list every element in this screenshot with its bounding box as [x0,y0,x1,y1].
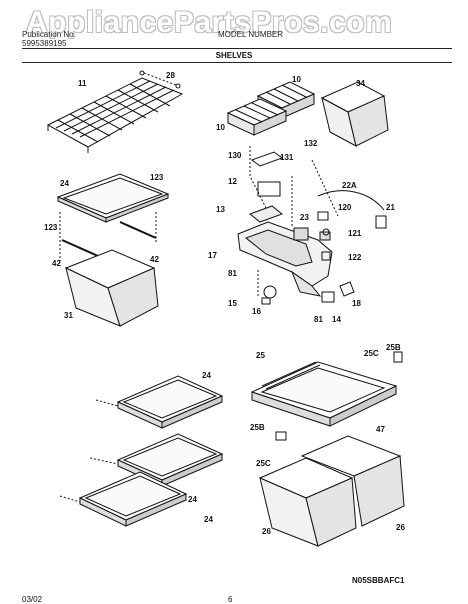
part-callout-label: 123 [150,173,164,182]
part-callout-label: 28 [166,71,175,80]
icemaker-shutoff [248,205,284,223]
ice-bin [320,81,389,147]
mounting-clip [317,211,329,221]
part-callout-label: 130 [228,151,242,160]
part-callout-label: 25 [256,351,265,360]
cover-support-left [275,431,287,441]
part-callout-label: 81 [228,269,237,278]
crisper-drawer-right [300,435,405,527]
crisper-drawer-left [258,457,357,547]
part-callout-label: 23 [300,213,309,222]
part-callout-label: 22A [342,181,357,190]
screw [322,228,330,236]
part-callout-label: 132 [304,139,318,148]
part-callout-label: 47 [376,425,385,434]
icemaker-cover [257,181,281,197]
glass-shelf-left-1 [116,375,224,429]
shelf-stud [175,83,181,89]
switch [321,251,331,261]
part-callout-label: 122 [348,253,362,262]
part-callout-label: 34 [356,79,365,88]
part-callout-label: 17 [208,251,217,260]
water-valve [375,215,387,229]
part-callout-label: 123 [44,223,58,232]
part-callout-label: 21 [386,203,395,212]
part-callout-label: 12 [228,177,237,186]
part-callout-label: 26 [262,527,271,536]
part-callout-label: 120 [338,203,352,212]
part-callout-label: 15 [228,299,237,308]
clip [261,297,271,305]
part-callout-label: 13 [216,205,225,214]
part-callout-label: 42 [150,255,159,264]
part-callout-label: 24 [60,179,69,188]
publication-code: 5995389195 [22,39,67,48]
glass-shelf-left-3 [78,471,188,527]
wire-harness [317,190,385,211]
knob [263,285,277,299]
part-callout-label: 121 [348,229,362,238]
part-callout-label: 25C [256,459,271,468]
icemaker-bracket [250,151,284,167]
part-callout-label: 18 [352,299,361,308]
cover-support-right [393,351,403,363]
watermark-logo: AppliancePartsPros.com [26,6,393,39]
shelf-stud [139,70,145,76]
section-title: SHELVES [215,51,253,60]
glass-shelf-upper [56,173,170,223]
diagram-code: N05SBBAFC1 [352,576,405,585]
part-callout-label: 16 [252,307,261,316]
ice-tray-lower [226,98,288,136]
part-callout-label: 11 [78,79,87,88]
header-rule-bottom [22,62,452,63]
crisper-cover [250,361,398,427]
header-rule-top [22,48,452,49]
part-callout-label: 10 [216,123,225,132]
part-callout-label: 42 [52,259,61,268]
motor [321,291,335,303]
part-callout-label: 131 [280,153,294,162]
shelf-rail [119,221,157,239]
part-callout-label: 24 [202,371,211,380]
part-callout-label: 24 [204,515,213,524]
part-callout-label: 25B [386,343,401,352]
part-callout-label: 10 [292,75,301,84]
model-label: MODEL NUMBER [218,30,284,39]
icemaker-assembly [237,221,333,297]
part-callout-label: 26 [396,523,405,532]
crisper-pan [64,249,159,327]
part-callout-label: 24 [188,495,197,504]
shelf-rail [61,239,99,257]
part-callout-label: 25B [250,423,265,432]
part-callout-label: 25C [364,349,379,358]
part-callout-label: 14 [332,315,341,324]
part-callout-label: 81 [314,315,323,324]
bracket [339,281,355,297]
publication-label: Publication No. [22,30,76,39]
part-callout-label: 31 [64,311,73,320]
wire-shelf [46,77,184,153]
